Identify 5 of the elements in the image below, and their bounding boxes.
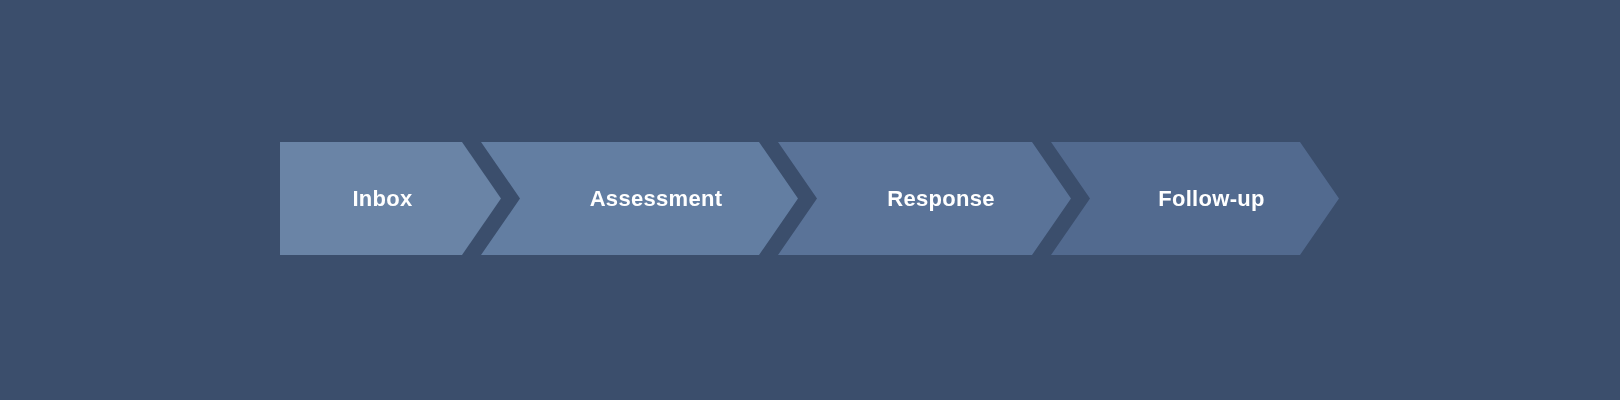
step-label: Follow-up (1158, 185, 1265, 212)
step-label: Response (887, 185, 995, 212)
step-label: Inbox (352, 185, 413, 212)
process-step (280, 142, 501, 255)
step-label: Assessment (589, 185, 723, 212)
